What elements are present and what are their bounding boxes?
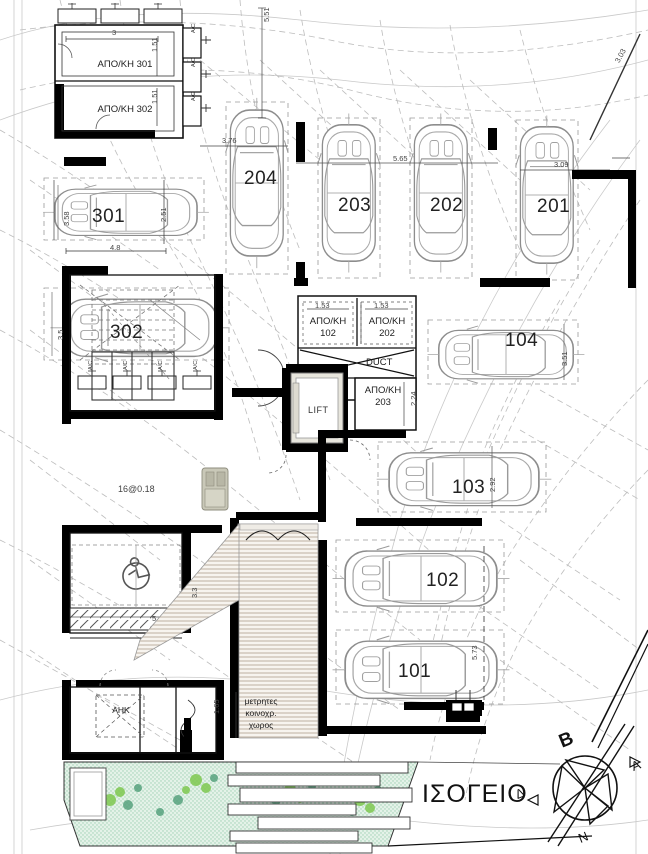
meters-room-line1: μετρητες — [244, 696, 278, 706]
dim-202: 1.53 — [374, 301, 389, 310]
dim-301-height: 1.51 — [150, 37, 159, 52]
dim-5: 5 — [152, 614, 157, 623]
storage-label-301: ΑΠΟ/ΚΗ 301 — [97, 59, 153, 70]
dim-top-3: 3 — [112, 28, 117, 37]
ac-label-7: A/C — [193, 360, 199, 370]
parking-label-203: 203 — [338, 195, 372, 216]
parking-label-101: 101 — [398, 661, 432, 682]
storage-203-name: ΑΠΟ/ΚΗ — [364, 385, 402, 396]
dim-201: 3.09 — [554, 160, 569, 169]
ac-label-5: A/C — [123, 360, 129, 370]
dim-102: 1.53 — [315, 301, 330, 310]
stair-run — [79, 284, 201, 401]
storage-102-num: 102 — [320, 328, 336, 339]
ac-label-6: A/C — [158, 360, 164, 370]
ac-units-mid — [77, 370, 212, 390]
parking-label-302: 302 — [110, 322, 144, 343]
dim-101: 5.73 — [470, 645, 479, 660]
parking-label-104: 104 — [505, 330, 539, 351]
furniture-fixture — [201, 467, 229, 511]
dim-104: 3.51 — [560, 351, 569, 366]
ac-label-2: A/C — [191, 57, 197, 67]
parking-label-301: 301 — [92, 206, 126, 227]
vehicle-ramp — [133, 522, 319, 739]
parking-bay-103 — [375, 441, 553, 513]
dim-203: 5.65 — [393, 154, 408, 163]
dim-301-w2: 2.51 — [159, 207, 168, 222]
dim-203-store: 2.24 — [409, 391, 418, 406]
entry-gate — [446, 690, 482, 716]
parking-label-103: 103 — [452, 477, 486, 498]
ac-label-4: A/C — [88, 360, 94, 370]
storage-label-302: ΑΠΟ/ΚΗ 302 — [97, 104, 153, 115]
parking-bay-104 — [426, 319, 586, 385]
ac-units-top — [57, 3, 183, 24]
parking-bay-302 — [43, 287, 231, 363]
dim-165: 1.65 — [212, 699, 221, 714]
dim-302-w: 3.5 — [56, 329, 65, 340]
parking-bay-301 — [42, 177, 210, 254]
ahk-room-label: ΑΗΚ — [112, 705, 130, 715]
ac-label-3: A/C — [191, 91, 197, 101]
parking-label-201: 201 — [537, 196, 571, 217]
parking-label-102: 102 — [426, 570, 460, 591]
storage-202-num: 202 — [379, 328, 395, 339]
parking-bay-202 — [408, 112, 473, 279]
storage-202-name: ΑΠΟ/ΚΗ — [368, 316, 406, 327]
building-walls — [62, 122, 636, 760]
compass-rose — [526, 723, 642, 847]
ac-label-1: A/C — [191, 23, 197, 33]
top-left-storage-block — [54, 24, 211, 139]
interior-partitions — [69, 274, 217, 754]
meters-room-line2: κοινοχρ. — [245, 708, 277, 718]
duct-label: DUCT — [366, 357, 393, 368]
stair-label: 16@0.18 — [118, 484, 155, 494]
ahk-meters-rooms — [95, 669, 237, 742]
parking-bay-102 — [331, 539, 511, 613]
parking-label-204: 204 — [244, 168, 278, 189]
dim-301-w: 3.58 — [62, 211, 71, 226]
site-boundary-lines — [387, 33, 648, 847]
dim-33: 3.3 — [190, 587, 199, 598]
storage-203-num: 203 — [375, 397, 391, 408]
dim-551: 5.51 — [262, 7, 271, 22]
landscape-area — [63, 761, 419, 854]
meters-room-line3: χωρος — [248, 720, 274, 730]
parking-bay-204 — [224, 97, 289, 275]
storage-102-name: ΑΠΟ/ΚΗ — [309, 316, 347, 327]
dim-103: 2.92 — [488, 477, 497, 492]
parking-label-202: 202 — [430, 195, 464, 216]
dim-204: 3.76 — [222, 136, 237, 145]
parking-bay-203 — [316, 112, 381, 279]
lift-label: LIFT — [308, 405, 329, 415]
dim-302-height: 1.51 — [150, 89, 159, 104]
plan-title: ΙΣΟΓΕΙΟ — [422, 780, 528, 808]
dimension-witness-lines — [53, 7, 630, 240]
dim-301-len: 4.8 — [110, 243, 121, 252]
